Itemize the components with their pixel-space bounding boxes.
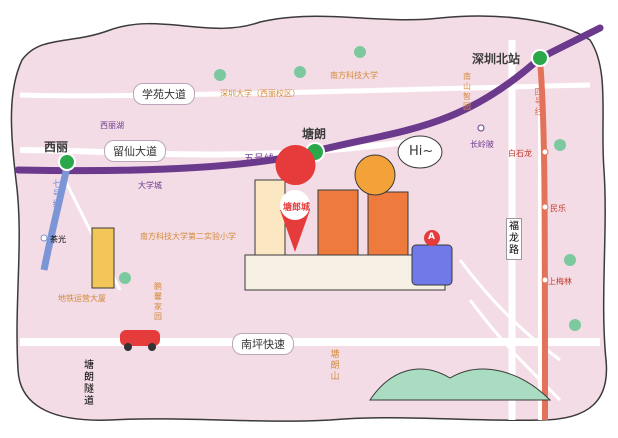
station-north-marker [531, 49, 549, 67]
road-mountain: 塘朗山 [330, 350, 340, 382]
place-sustech: 南方科技大学 [330, 71, 378, 80]
metro-line-4 [537, 59, 548, 421]
line7-label: 七号线 [52, 180, 62, 210]
road-tunnel: 塘朗隧道 [84, 360, 94, 407]
station-tanglang-label: 塘朗 [302, 127, 327, 141]
car-icon [120, 330, 160, 346]
place-sustech-school: 南方科技大学第二实验小学 [140, 232, 236, 241]
speech-bubble [397, 135, 443, 169]
stop-shangmeilin: 上梅林 [548, 277, 572, 286]
road-fulong: 福龙路 [506, 218, 522, 260]
stop-changlingpi: 长岭陂 [470, 140, 494, 149]
mascot-orange [354, 154, 396, 196]
stop-baishilong: 白石龙 [508, 149, 532, 158]
stop-chaguang: 茶光 [50, 235, 66, 244]
land-area [10, 15, 608, 422]
place-szu: 深圳大学（西丽校区） [220, 89, 300, 98]
location-pin [275, 145, 316, 185]
pin-label: 塘郎城 [283, 203, 311, 213]
metro-line-7 [40, 161, 72, 271]
road-nanping: 南坪快速 [232, 333, 294, 355]
station-xili-marker [58, 153, 76, 171]
mascot-blue [411, 244, 453, 286]
road-xueyuan: 学苑大道 [133, 83, 195, 105]
stop-minle: 民乐 [550, 204, 566, 213]
road-liuxian: 留仙大道 [104, 140, 166, 162]
place-university-town: 大学城 [138, 181, 162, 190]
station-north-label: 深圳北站 [472, 52, 521, 66]
place-peng-home: 鹏馨家园 [154, 282, 162, 321]
mascot-badge: A [428, 232, 435, 242]
line4-label: 四号线 [534, 88, 544, 118]
place-metro-building: 地铁运营大厦 [58, 294, 106, 303]
place-nanshan-park: 南山智园 [463, 72, 471, 111]
line5-label: 五号线 [244, 154, 274, 165]
station-xili-label: 西丽 [44, 140, 69, 154]
speech-text: Hi~ [409, 144, 434, 159]
place-xili-lake: 西丽湖 [100, 121, 124, 130]
